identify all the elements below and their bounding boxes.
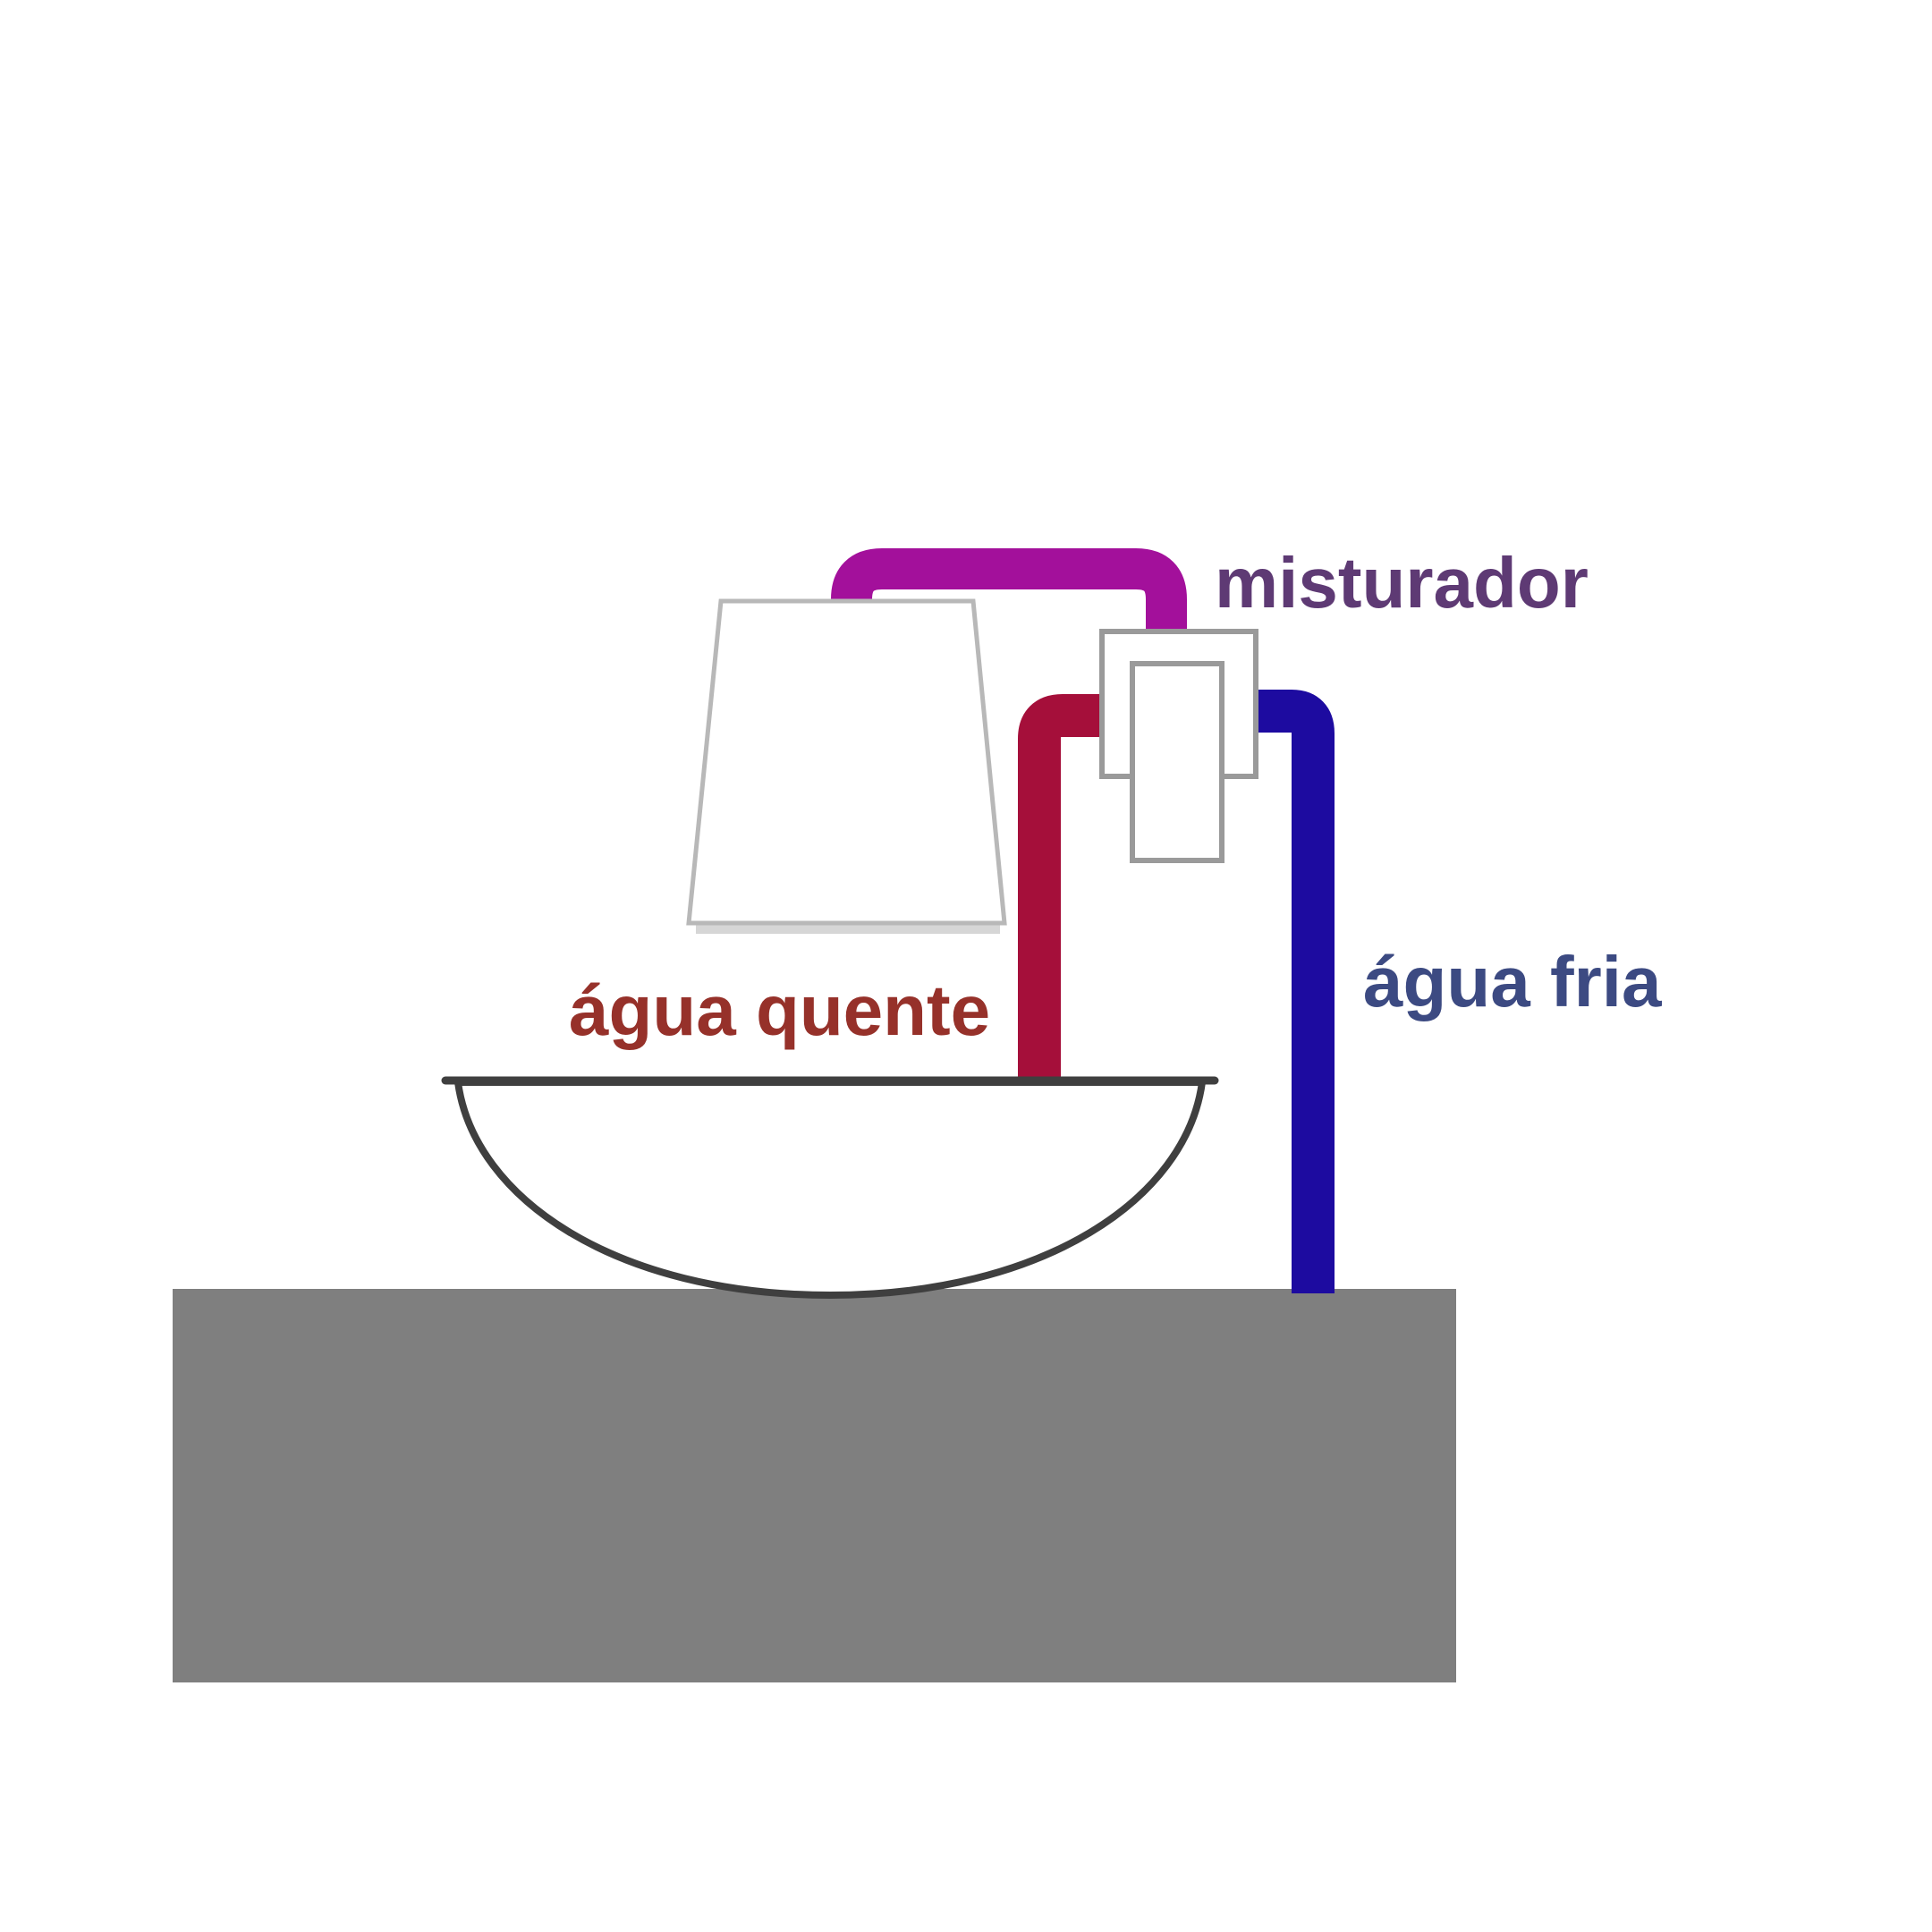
sink-basin — [453, 1079, 1207, 1300]
faucet-body — [686, 598, 1007, 926]
mixer-label: misturador — [1215, 543, 1589, 623]
mixer-valve-handle — [1130, 661, 1224, 863]
cold-water-label: água fria — [1363, 942, 1662, 1021]
hot-water-label: água quente — [569, 970, 991, 1050]
hot-water-pipe — [1018, 694, 1123, 1084]
cold-water-pipe — [1239, 690, 1335, 1293]
countertop — [173, 1289, 1456, 1682]
mixed-water-pipe — [831, 548, 1187, 644]
